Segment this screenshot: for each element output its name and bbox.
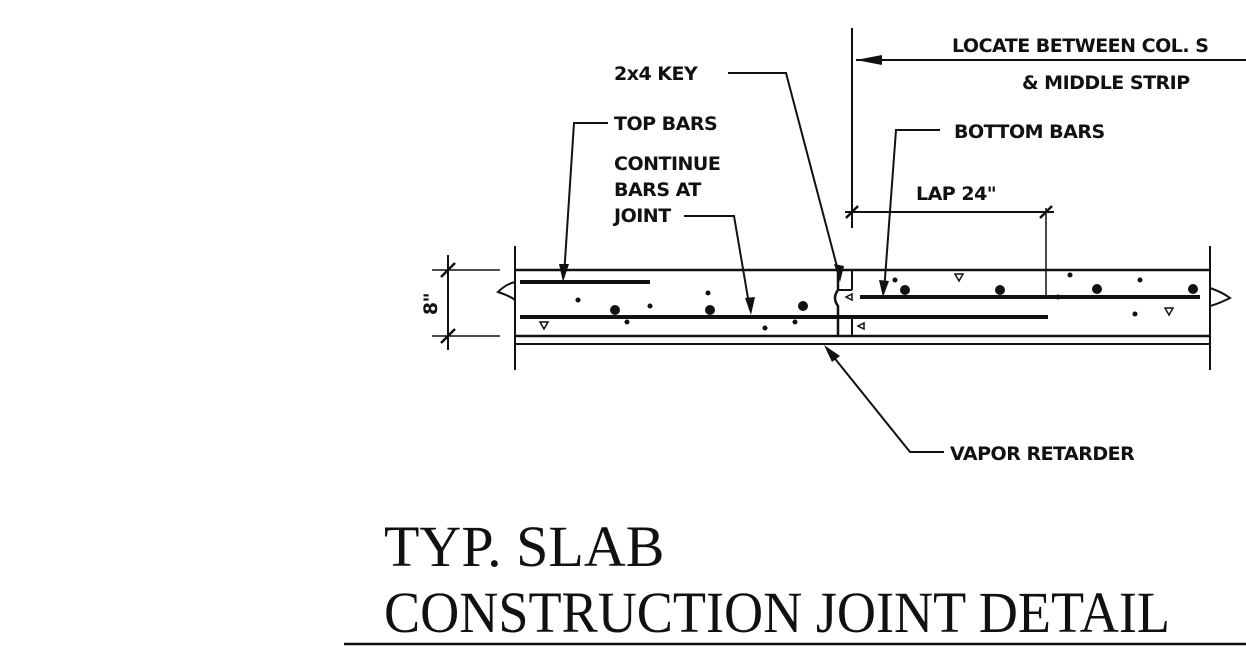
continue-bars-callout: CONTINUE BARS AT JOINT [612, 153, 755, 315]
bottom-bars-callout: BOTTOM BARS [879, 121, 1105, 297]
top-bars-callout: TOP BARS [559, 113, 718, 282]
thickness-dimension: 8" [420, 255, 500, 350]
lap-label: LAP 24" [916, 183, 996, 205]
vapor-retarder-label: VAPOR RETARDER [950, 443, 1135, 465]
reinforcing-bars [520, 280, 1200, 319]
title-line-2: CONSTRUCTION JOINT DETAIL [384, 580, 1170, 645]
construction-joint [833, 270, 853, 336]
concrete-aggregate [538, 272, 1175, 331]
continue-label-2: BARS AT [614, 179, 701, 201]
thickness-label: 8" [420, 293, 442, 315]
slab-outline [496, 246, 1232, 370]
middle-strip-label: & MIDDLE STRIP [1022, 72, 1190, 94]
lap-dimension: LAP 24" [845, 183, 1054, 297]
top-bars-label: TOP BARS [614, 113, 717, 135]
key-callout: 2x4 KEY [614, 63, 844, 282]
title-line-1: TYP. SLAB [384, 514, 664, 579]
locate-callout: LOCATE BETWEEN COL. S & MIDDLE STRIP [851, 28, 1246, 228]
bottom-bars-label: BOTTOM BARS [954, 121, 1105, 143]
key-label: 2x4 KEY [614, 63, 698, 85]
locate-between-label: LOCATE BETWEEN COL. S [952, 35, 1208, 57]
continue-label-1: CONTINUE [614, 153, 720, 175]
vapor-retarder-callout: VAPOR RETARDER [824, 345, 1136, 465]
detail-title: TYP. SLAB CONSTRUCTION JOINT DETAIL [344, 514, 1246, 646]
continue-label-3: JOINT [612, 205, 671, 227]
